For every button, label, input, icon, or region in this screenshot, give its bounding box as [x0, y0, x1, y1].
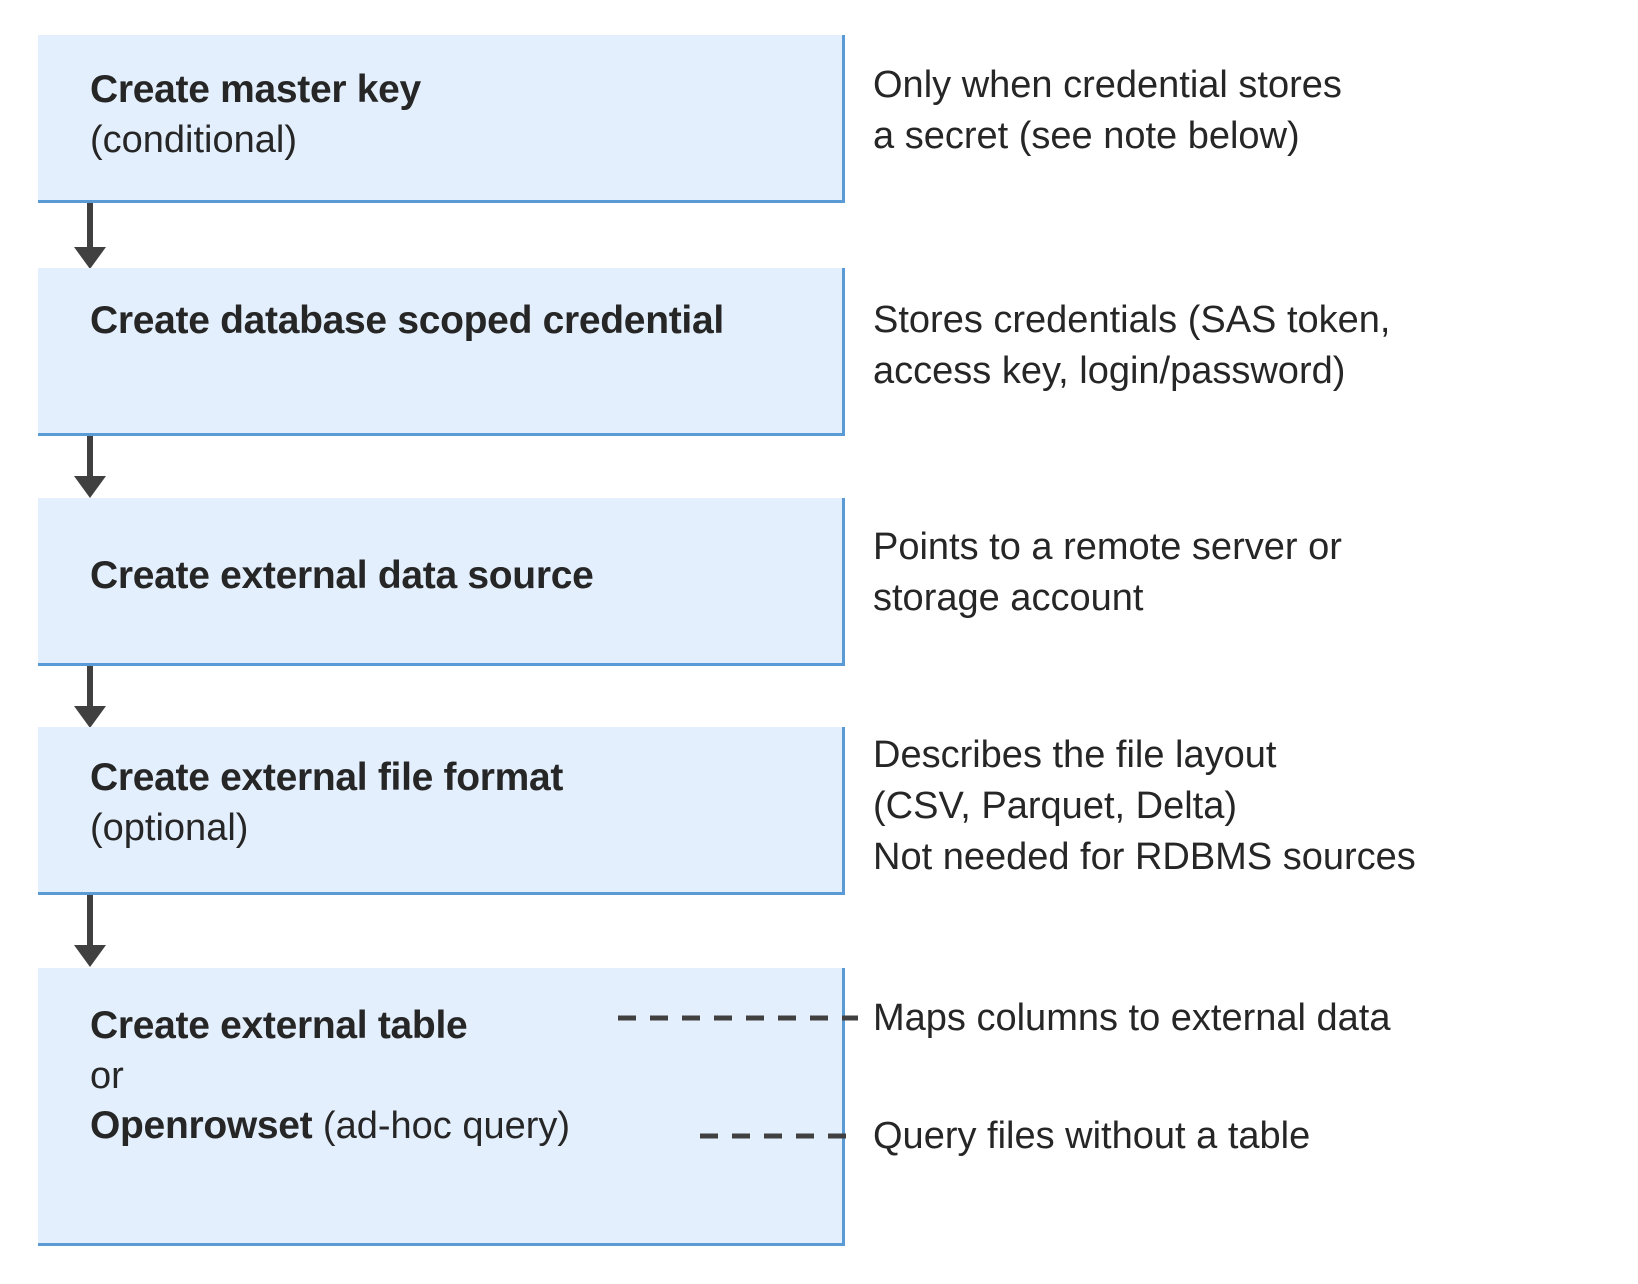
step-box-create-external-table-or-openrowset[interactable]: Create external table or Openrowset (ad-…: [38, 968, 845, 1246]
step-subtitle: (optional): [90, 807, 249, 849]
step-title: Create master key: [90, 68, 421, 111]
final-step-line-or: or: [90, 1055, 124, 1097]
final-step-line-openrowset: Openrowset (ad-hoc query): [90, 1101, 828, 1151]
final-step-openrowset-label: Openrowset: [90, 1104, 313, 1147]
note-create-external-file-format: Describes the file layout (CSV, Parquet,…: [873, 734, 1416, 878]
step-box-create-master-key[interactable]: Create master key (conditional): [38, 35, 845, 203]
note-create-database-scoped-credential: Stores credentials (SAS token, access ke…: [873, 299, 1391, 392]
step-box-create-external-file-format[interactable]: Create external file format (optional): [38, 727, 845, 895]
arrow-down-icon-4: [74, 895, 106, 967]
step-title: Create database scoped credential: [90, 299, 724, 342]
note-create-external-data-source: Points to a remote server or storage acc…: [873, 526, 1342, 619]
dashed-connector-external-table: [618, 1015, 858, 1021]
arrow-down-icon-2: [74, 436, 106, 498]
step-title: Create external file format: [90, 756, 564, 799]
dashed-connector-openrowset: [700, 1133, 858, 1139]
step-title: Create external data source: [90, 554, 594, 597]
arrow-down-icon-1: [74, 203, 106, 269]
note-create-external-table: Maps columns to external data: [873, 997, 1391, 1039]
final-step-openrowset-qualifier: (ad-hoc query): [312, 1105, 571, 1147]
step-box-create-external-data-source[interactable]: Create external data source: [38, 498, 845, 666]
step-box-create-database-scoped-credential[interactable]: Create database scoped credential: [38, 268, 845, 436]
arrow-down-icon-3: [74, 666, 106, 728]
note-openrowset: Query files without a table: [873, 1115, 1311, 1157]
step-subtitle: (conditional): [90, 119, 297, 161]
note-create-master-key: Only when credential stores a secret (se…: [873, 64, 1342, 157]
final-step-line-create-external-table: Create external table: [90, 1004, 468, 1047]
